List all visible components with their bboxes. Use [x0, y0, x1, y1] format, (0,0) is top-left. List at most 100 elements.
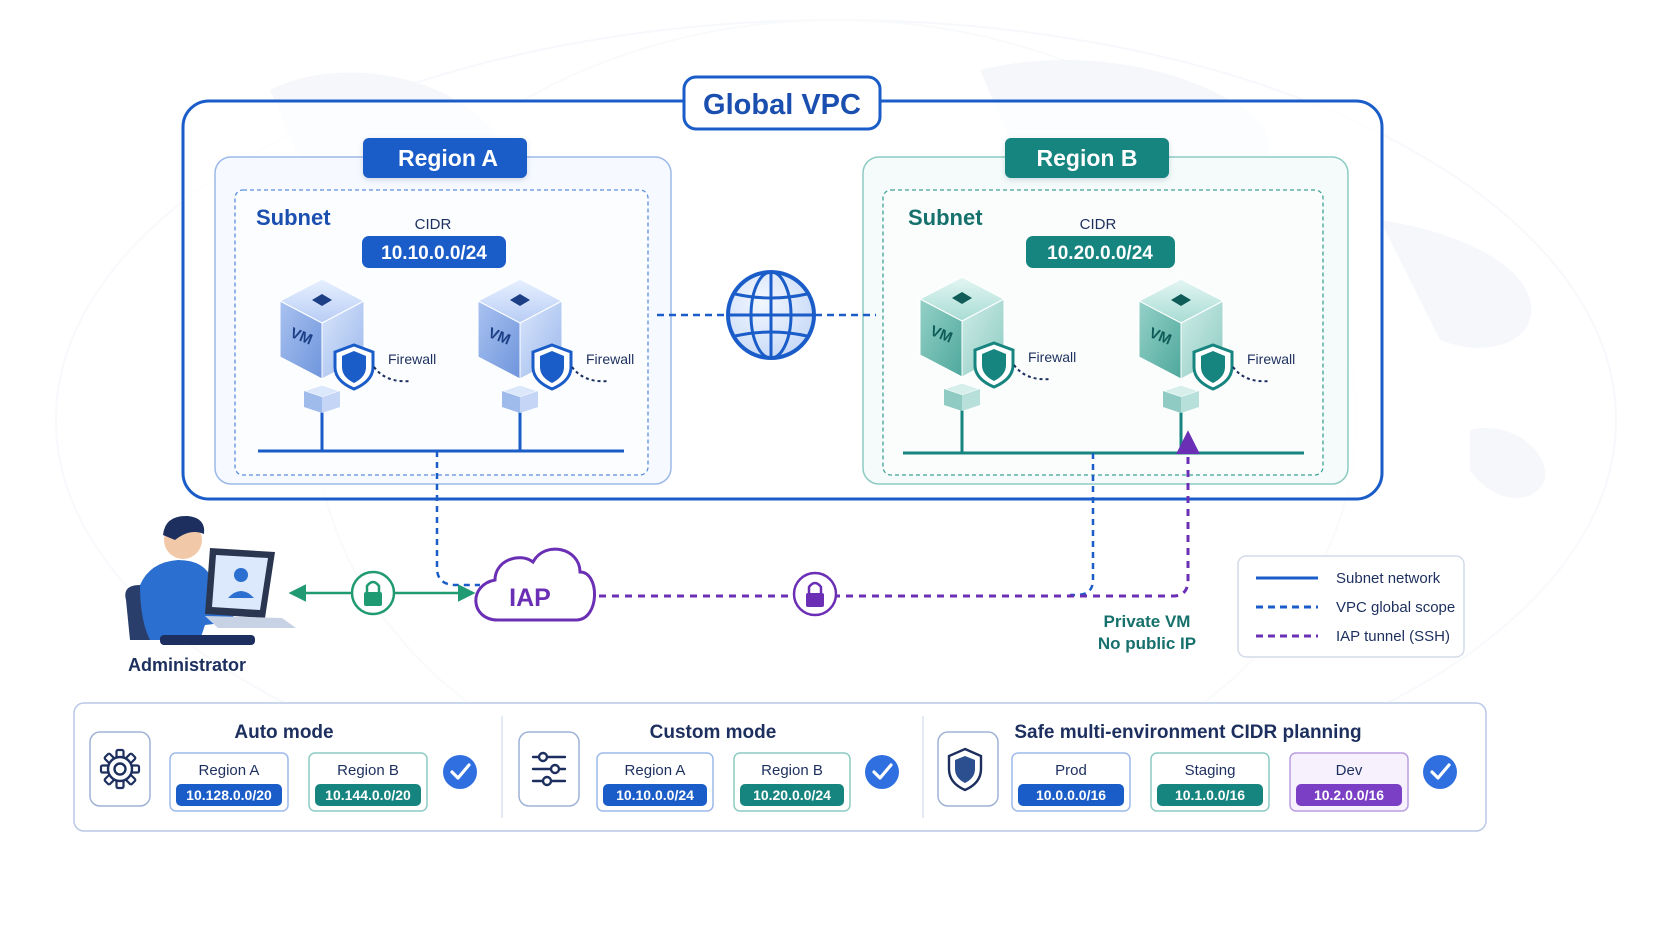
legend-item: Subnet network: [1256, 570, 1441, 587]
legend-item-label: IAP tunnel (SSH): [1336, 628, 1450, 645]
nic-right: [520, 391, 538, 413]
region-a-badge: [363, 138, 527, 178]
firewall-label: Firewall: [1028, 349, 1076, 365]
cidr-plan-label: Region B: [337, 762, 399, 779]
firewall-label: Firewall: [1247, 351, 1295, 367]
check-icon: [1423, 755, 1457, 789]
region-b-subnet-boundary: [882, 189, 1324, 476]
cidr-plan-pill: [315, 784, 421, 806]
cidr-plan-card: Staging 10.1.0.0/16: [1150, 752, 1270, 812]
cidr-plan-value: 10.10.0.0/24: [616, 787, 694, 803]
laptop-base: [205, 616, 296, 628]
region-a-cidr-label: CIDR: [415, 216, 452, 233]
cidr-plan-card: Region A10.128.0.0/20: [169, 752, 289, 812]
cidr-plan-card: Region A 10.10.0.0/24: [596, 752, 714, 812]
vm-cube-top-mark: [312, 294, 332, 306]
firewall-shield-icon: [333, 343, 375, 391]
firewall-link: [1232, 366, 1270, 383]
mode-title: Custom mode: [650, 722, 777, 743]
iap-tunnel-ssh-path: [586, 430, 1200, 598]
firewall-link: [373, 366, 411, 383]
mode-title: Auto mode: [234, 722, 333, 743]
gear-icon: [99, 748, 141, 790]
cidr-plan-card: Dev 10.2.0.0/16: [1289, 752, 1409, 812]
global-vpc-title: Global VPC: [703, 89, 861, 121]
vm-cube-top-mark: [510, 294, 530, 306]
legend-item: VPC global scope: [1256, 599, 1455, 616]
firewall-shield-icon: [1192, 343, 1234, 391]
global-vpc-title-badge: Global VPC: [682, 75, 882, 131]
cidr-plan-pill: [603, 784, 707, 806]
mode-section: Safe multi-environment CIDR planningProd…: [937, 722, 1457, 812]
administrator-label: Administrator: [128, 655, 246, 675]
cidr-plan-card: Prod 10.0.0.0/16: [1011, 752, 1131, 812]
firewall-label: Firewall: [388, 351, 436, 367]
iap-cloud-icon: IAP: [474, 547, 596, 622]
legend-item-label: VPC global scope: [1336, 599, 1455, 616]
nic-right: [322, 391, 340, 413]
nic-left: [944, 389, 962, 411]
nic-left: [502, 391, 520, 413]
region-b: Region B Subnet CIDR 10.20.0.0/24: [862, 138, 1349, 485]
cidr-plan-label: Dev: [1336, 762, 1363, 779]
cidr-plan-value: 10.20.0.0/24: [753, 787, 831, 803]
region-b-cidr-label: CIDR: [1080, 216, 1117, 233]
firewall-link: [1013, 364, 1051, 381]
cidr-plan-pill: [1296, 784, 1402, 806]
administrator-figure: Administrator: [125, 515, 296, 675]
cidr-plan-value: 10.1.0.0/16: [1175, 787, 1245, 803]
nic-left: [1163, 391, 1181, 413]
legend-item: IAP tunnel (SSH): [1256, 628, 1450, 645]
firewall-link: [571, 366, 609, 383]
admin-link-lock-icon: [350, 570, 396, 616]
cidr-plan-pill: [176, 784, 282, 806]
cidr-plan-label: Region A: [625, 762, 686, 779]
cidr-plan-label: Prod: [1055, 762, 1087, 779]
region-b-badge: [1005, 138, 1169, 178]
region-a-label: Region A: [398, 145, 498, 171]
cidr-plan-value: 10.0.0.0/16: [1036, 787, 1106, 803]
vm-cube-top-mark: [952, 292, 972, 304]
region-b-cidr-pill: [1026, 236, 1175, 268]
person-legs: [160, 635, 255, 645]
cidr-plan-value: 10.128.0.0/20: [186, 787, 272, 803]
firewall-label: Firewall: [586, 351, 634, 367]
person-hair: [163, 515, 205, 540]
globe-icon: [726, 270, 816, 360]
region-b-subnet-label: Subnet: [908, 205, 983, 230]
cidr-plan-value: 10.2.0.0/16: [1314, 787, 1384, 803]
region-a-cidr-value: 10.10.0.0/24: [381, 243, 487, 264]
region-a-subnet-label: Subnet: [256, 205, 331, 230]
vm-cube-top-mark: [1171, 294, 1191, 306]
mode-title: Safe multi-environment CIDR planning: [1014, 722, 1361, 743]
user-avatar-icon: [234, 568, 248, 582]
nic-left: [304, 391, 322, 413]
cidr-plan-label: Region B: [761, 762, 823, 779]
iap-label: IAP: [509, 584, 551, 612]
shield-icon: [947, 747, 983, 792]
laptop-display: [212, 555, 268, 610]
cidr-plan-card: Region B 10.144.0.0/20: [308, 752, 428, 812]
region-b-cidr-value: 10.20.0.0/24: [1047, 243, 1153, 264]
iap-tunnel-lock-icon: [792, 571, 838, 617]
nic-right: [1181, 391, 1199, 413]
cidr-plan-label: Staging: [1185, 762, 1236, 779]
firewall-shield-icon: [973, 341, 1015, 389]
legend-item-label: Subnet network: [1336, 570, 1441, 587]
cidr-plan-pill: [1157, 784, 1263, 806]
cidr-plan-pill: [1018, 784, 1124, 806]
cidr-plan-value: 10.144.0.0/20: [325, 787, 411, 803]
check-icon: [865, 755, 899, 789]
